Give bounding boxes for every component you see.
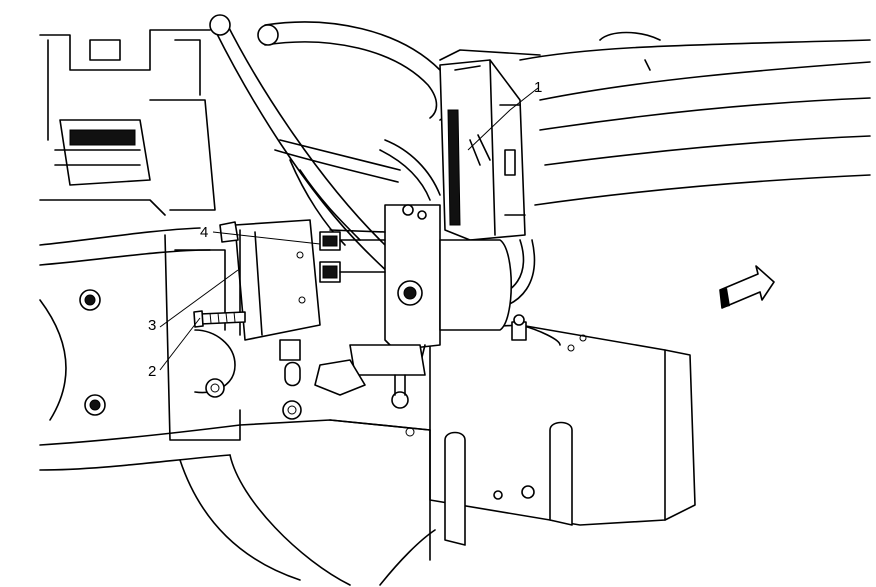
right-box: [405, 314, 696, 546]
left-support: [39, 234, 302, 441]
body-panel: [439, 31, 871, 206]
callout-1: 1: [534, 79, 543, 96]
wire-harness: [209, 14, 536, 313]
direction-arrow-icon: [719, 265, 775, 309]
callout-3: 3: [148, 317, 157, 334]
lower-panel: [39, 419, 436, 586]
mounting-bolt: [193, 310, 246, 328]
center-module: [314, 204, 512, 409]
connector-1: [439, 59, 526, 241]
dash-structure: [39, 29, 216, 266]
leader-lines: [159, 87, 539, 371]
callout-2: 2: [148, 363, 157, 380]
control-module: [219, 219, 321, 387]
callout-4: 4: [200, 224, 209, 241]
